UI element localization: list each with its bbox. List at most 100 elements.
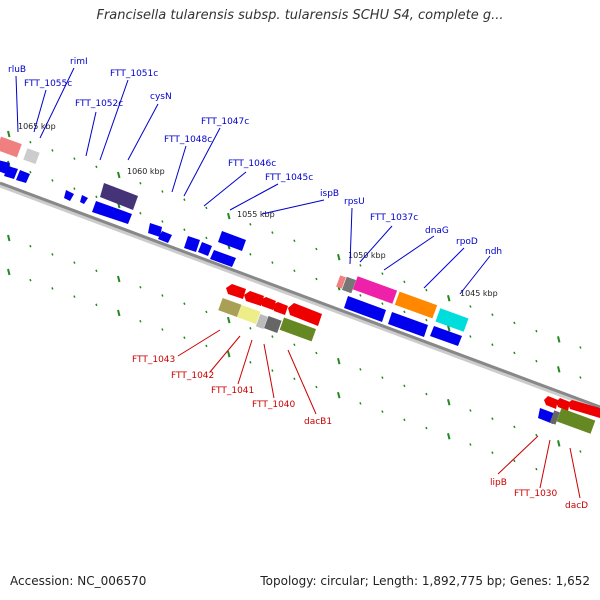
tick-mark <box>227 350 231 358</box>
gene-arrow-2[interactable] <box>4 166 18 179</box>
gene-arrow-13[interactable] <box>344 296 386 322</box>
tick-mark <box>337 253 341 261</box>
tick-mark <box>95 269 98 273</box>
gene-FTT_1037c[interactable] <box>352 276 398 304</box>
tick-mark <box>293 239 296 243</box>
gene-rluB[interactable] <box>0 136 22 158</box>
label-FTT_1055c: FTT_1055c <box>24 79 72 89</box>
label-dacB1: dacB1 <box>304 417 332 427</box>
tick-mark <box>271 231 274 234</box>
label-cysN: cysN <box>150 92 172 102</box>
tick-mark <box>51 179 54 182</box>
tick-mark <box>381 272 384 275</box>
gene-rev-4[interactable] <box>272 302 288 315</box>
tick-mark <box>535 433 538 437</box>
tick-mark <box>447 399 451 406</box>
gene-arrow-8[interactable] <box>158 231 172 243</box>
tick-mark <box>227 316 231 324</box>
gene-arrow-11[interactable] <box>218 231 246 251</box>
tick-mark <box>73 295 76 298</box>
label-FTT_1042: FTT_1042 <box>171 371 214 381</box>
tick-mark <box>535 467 538 471</box>
gene-rpsU[interactable] <box>341 276 357 294</box>
tick-mark <box>315 247 318 251</box>
tick-mark <box>95 195 98 199</box>
tick-mark <box>513 321 516 325</box>
gene-arrow-14[interactable] <box>388 312 428 337</box>
tick-mark <box>535 359 538 363</box>
label-rluB: rluB <box>8 65 26 75</box>
tick-mark <box>513 425 516 429</box>
tick-mark <box>29 170 32 174</box>
label-FTT_1040: FTT_1040 <box>252 400 296 410</box>
gene-dacB1-block[interactable] <box>279 317 317 342</box>
kbp-label-1065: 1065 kbp <box>18 122 56 131</box>
gene-FTT_1040[interactable] <box>264 315 282 333</box>
topology-text: Topology: circular; Length: 1,892,775 bp… <box>260 574 590 588</box>
tick-mark <box>425 392 428 396</box>
gene-arrow-3[interactable] <box>16 170 30 183</box>
tick-mark <box>381 376 384 379</box>
reverse-genes <box>218 284 600 434</box>
kbp-label-1060: 1060 kbp <box>127 167 165 176</box>
gene-ndh[interactable] <box>430 326 462 346</box>
gene-rev-7[interactable] <box>568 400 600 418</box>
tick-mark <box>337 391 341 399</box>
tick-mark <box>359 368 362 371</box>
gene-arrow-5[interactable] <box>80 195 88 204</box>
gene-arrow-1[interactable] <box>0 160 10 174</box>
tick-mark <box>359 402 362 405</box>
tick-mark <box>205 206 208 210</box>
gene-rev-5[interactable] <box>544 396 558 409</box>
tick-mark <box>293 343 296 347</box>
map-title: Francisella tularensis subsp. tularensis… <box>96 8 504 23</box>
label-rpoD: rpoD <box>456 237 478 247</box>
gene-lipB[interactable] <box>549 410 560 425</box>
gene-arrow-9[interactable] <box>184 236 200 252</box>
label-dnaG: dnaG <box>425 226 449 236</box>
gene-arrow-4[interactable] <box>64 190 74 201</box>
tick-mark <box>491 451 494 454</box>
gene-rev-3[interactable] <box>260 297 276 310</box>
gene-rev-6[interactable] <box>556 398 570 411</box>
label-FTT_1046c: FTT_1046c <box>228 159 276 169</box>
gene-FTT_1055c[interactable] <box>23 148 40 165</box>
gene-arrow-10[interactable] <box>198 242 212 256</box>
tick-mark <box>359 294 362 297</box>
gene-arrow-7[interactable] <box>148 223 162 237</box>
tick-mark <box>359 264 362 267</box>
tick-mark <box>557 336 561 343</box>
tick-mark <box>139 211 142 215</box>
gene-FTT_1041[interactable] <box>255 313 268 329</box>
gene-cysN[interactable] <box>100 183 138 210</box>
backbone-shadow <box>0 182 600 412</box>
gene-dnaG[interactable] <box>394 291 438 319</box>
gene-arrow-12[interactable] <box>210 250 236 267</box>
label-FTT_1048c: FTT_1048c <box>164 135 212 145</box>
tick-mark <box>51 253 54 256</box>
tick-mark <box>183 336 186 339</box>
tick-mark <box>161 294 164 297</box>
label-FTT_1051c: FTT_1051c <box>110 69 158 79</box>
gene-rev-2[interactable] <box>244 291 264 306</box>
label-lipB: lipB <box>490 478 507 488</box>
kbp-label-1045: 1045 kbp <box>460 289 498 298</box>
tick-mark <box>403 280 406 284</box>
tick-mark <box>447 433 451 440</box>
backbone <box>0 181 600 409</box>
gene-dacB1[interactable] <box>288 303 322 326</box>
gene-arrow-6[interactable] <box>92 201 132 224</box>
tick-mark <box>73 187 76 190</box>
tick-mark <box>491 417 494 420</box>
gene-ispB[interactable] <box>336 275 346 289</box>
gene-rpoD[interactable] <box>435 308 469 332</box>
tick-mark <box>161 190 164 193</box>
tick-mark <box>271 335 274 338</box>
gene-FTT_1043[interactable] <box>218 297 242 317</box>
tick-mark <box>205 310 208 314</box>
tick-mark <box>183 302 186 305</box>
gene-FTT_1030[interactable] <box>556 408 596 434</box>
gene-rev-1[interactable] <box>226 284 246 299</box>
gene-FTT_1042[interactable] <box>237 304 261 324</box>
